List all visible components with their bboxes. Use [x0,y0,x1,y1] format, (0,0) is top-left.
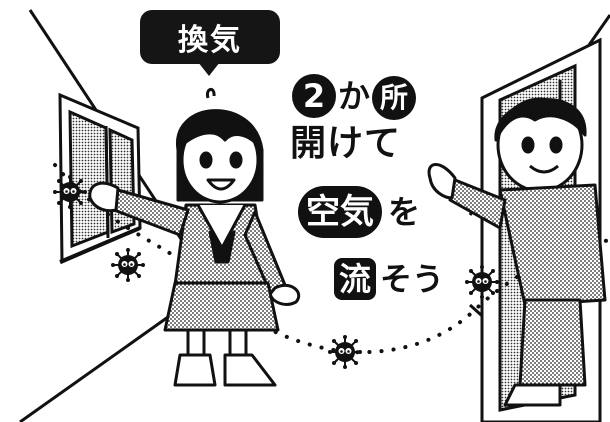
virus-icon [464,264,500,300]
slogan-line-2: 開けて [290,126,401,162]
badge-tail [198,62,220,76]
virus-icon [52,174,88,210]
girl-figure [88,88,301,387]
badge-label: 換気 [178,23,242,58]
slogan-sou: そう [380,260,445,298]
slogan-line-4: 流そう [334,258,444,300]
slogan-wo: を [388,193,421,231]
slogan-kuki: 空気 [298,186,382,238]
slogan-ka: か [338,77,371,115]
slogan-line-3: 空気を [298,186,420,238]
slogan-count: 2 [292,74,336,118]
virus-icon [327,334,363,370]
slogan-sho: 所 [372,76,417,120]
ventilation-badge: 換気 [140,10,280,64]
slogan-akete: 開けて [290,123,402,164]
boy-figure [427,97,607,407]
slogan-ryu: 流 [334,258,376,300]
virus-icon [110,247,146,283]
window-icon [58,92,142,265]
